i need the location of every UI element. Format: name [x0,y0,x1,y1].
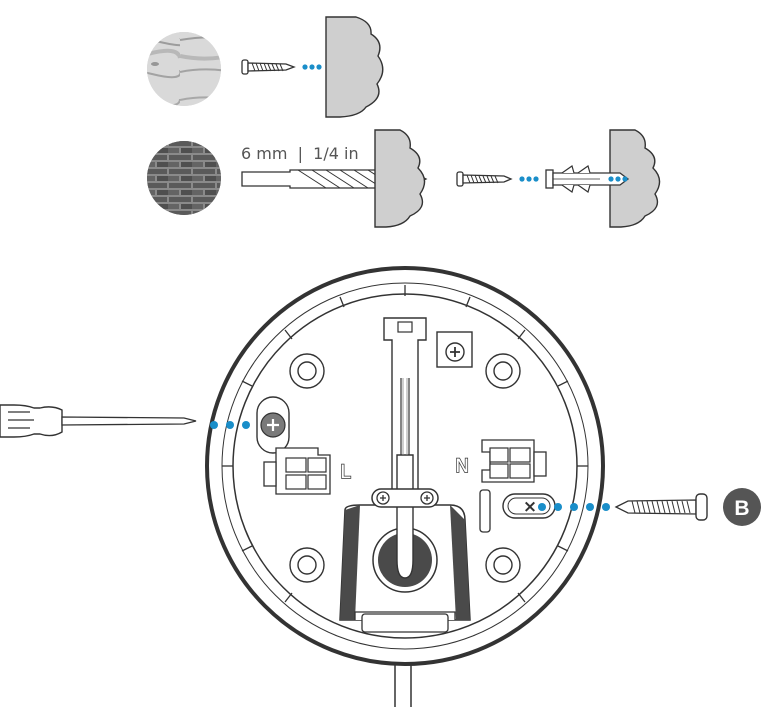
side-slot [479,489,491,533]
base-plate: L N × [205,266,605,707]
wire-bundle [396,378,414,579]
mounting-slot-mark: × [523,497,537,517]
guide-dots-screw-to-anchor [519,176,539,182]
guide-dots-wood [302,64,322,70]
earth-screw-terminal [436,331,473,368]
guide-dots-screwdriver [210,421,250,429]
wood-texture-swatch [147,32,221,106]
mounting-slot-right: × [502,493,556,519]
cable-clamp [371,488,439,508]
guide-dots-anchor-to-wall [608,176,628,182]
masonry-screw-icon [456,171,513,187]
rim-ribs [222,285,588,603]
mounting-hole-top-right [485,353,521,389]
mounting-hole-top-left [289,353,325,389]
mounting-hole-bottom-right [485,547,521,583]
screwdriver-icon [0,404,197,438]
live-terminal-label: L [340,461,351,483]
masonry-wall-row: 6 mm | 1/4 in [147,129,661,228]
wood-wall-section [325,16,384,118]
drill-size-label: 6 mm | 1/4 in [241,144,359,163]
masonry-wall-section-anchor [609,129,661,228]
wood-screw-icon [241,59,296,75]
callout-badge-label: B [734,497,749,520]
masonry-wall-section-drilling [374,129,426,228]
callout-badge: B [723,488,761,526]
long-screw-icon [614,493,708,521]
wood-wall-row [147,16,384,118]
mounting-hole-bottom-left [289,547,325,583]
cable-gland-housing [339,504,471,633]
brick-texture-swatch [147,141,221,215]
guide-dots-long-screw [538,503,610,511]
wall-plug-anchor-icon [545,165,630,193]
neutral-terminal-label: N [455,455,469,477]
neutral-terminal-block [481,439,547,483]
live-terminal-block [263,447,331,495]
keyhole-slot-left [256,396,290,454]
